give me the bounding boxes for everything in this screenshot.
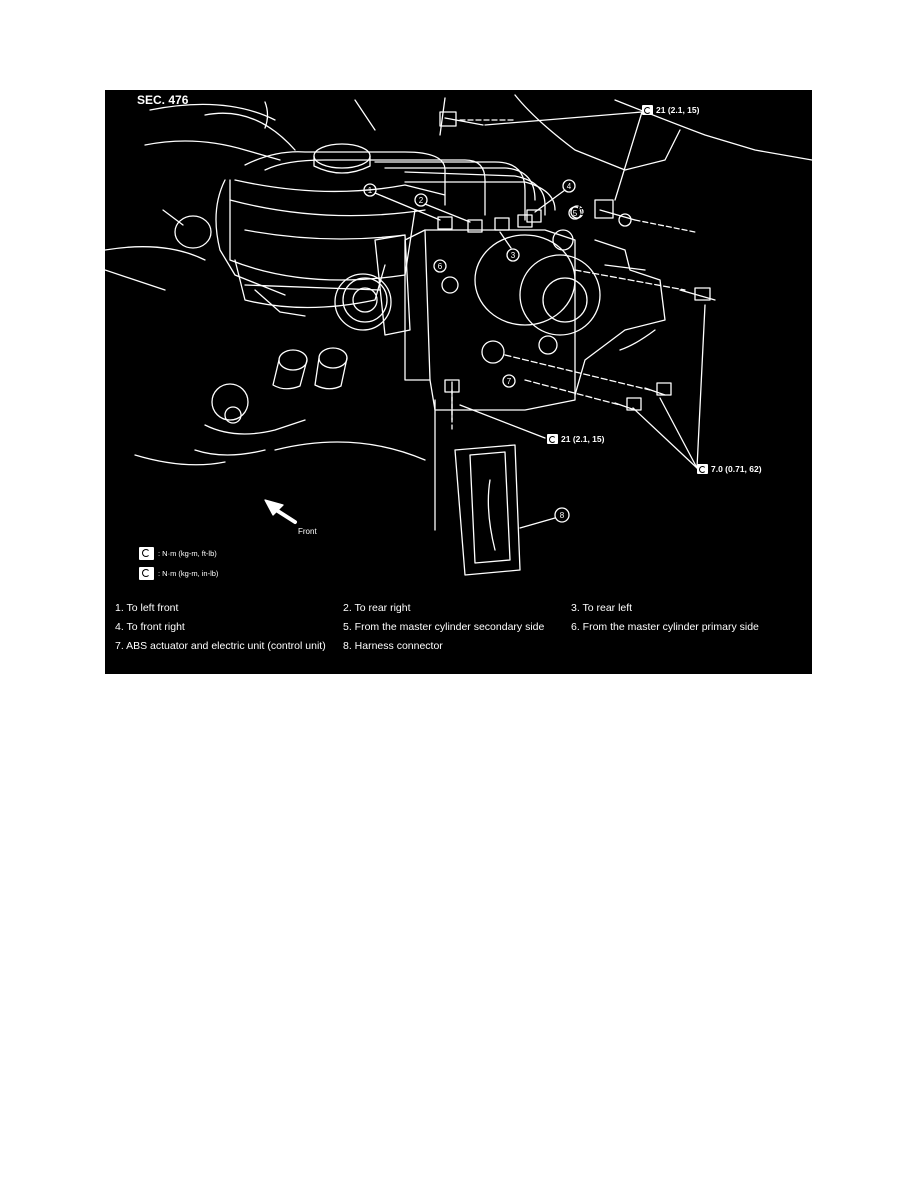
- abs-actuator-illustration: 1 2 3 4 5 6 7 8 6: [105, 94, 812, 576]
- caption-cell: 8. Harness connector: [343, 640, 443, 652]
- callout-7: 7: [507, 377, 512, 386]
- torque-spec-middle: 21 (2.1, 15): [547, 434, 604, 444]
- caption-cell: 1. To left front: [115, 602, 179, 614]
- callout-3: 3: [511, 251, 516, 260]
- torque-wrench-icon: [139, 567, 154, 580]
- callout-6b-circle: [570, 205, 584, 219]
- torque-spec-middle-value: 21 (2.1, 15): [561, 434, 605, 444]
- callout-6a: 6: [438, 262, 443, 271]
- caption-row: 1. To left front 2. To rear right 3. To …: [105, 602, 812, 621]
- section-label: SEC. 476: [137, 93, 189, 107]
- torque-spec-right: 7.0 (0.71, 62): [697, 464, 762, 474]
- legend-item-2-text: : N·m (kg-m, in-lb): [158, 569, 219, 578]
- caption-row: 7. ABS actuator and electric unit (contr…: [105, 640, 812, 659]
- torque-wrench-icon: [642, 105, 653, 115]
- legend-item-1: : N·m (kg-m, ft-lb): [139, 547, 217, 560]
- caption-cell: 7. ABS actuator and electric unit (contr…: [115, 640, 326, 652]
- callout-8: 8: [560, 511, 565, 520]
- torque-wrench-icon: [547, 434, 558, 444]
- torque-spec-top: 21 (2.1, 15): [642, 105, 699, 115]
- legend-item-1-text: : N·m (kg-m, ft-lb): [158, 549, 217, 558]
- caption-table: 1. To left front 2. To rear right 3. To …: [105, 602, 812, 659]
- torque-wrench-icon: [139, 547, 154, 560]
- legend-item-2: : N·m (kg-m, in-lb): [139, 567, 218, 580]
- torque-spec-top-value: 21 (2.1, 15): [656, 105, 700, 115]
- diagram-figure: 1 2 3 4 5 6 7 8 6 SEC. 476 21 (2.1, 15) …: [105, 90, 812, 674]
- caption-row: 4. To front right 5. From the master cyl…: [105, 621, 812, 640]
- front-direction-label: Front: [298, 527, 317, 536]
- caption-cell: [561, 640, 812, 659]
- callout-2: 2: [419, 196, 424, 205]
- caption-cell: 2. To rear right: [343, 602, 411, 614]
- torque-spec-right-value: 7.0 (0.71, 62): [711, 464, 762, 474]
- callout-5: 5: [573, 209, 578, 218]
- caption-cell: 3. To rear left: [571, 602, 633, 614]
- callout-6b: 6: [577, 202, 586, 219]
- torque-wrench-icon: [697, 464, 708, 474]
- callout-4: 4: [567, 182, 572, 191]
- caption-cell: 4. To front right: [115, 621, 185, 633]
- callout-1: 1: [368, 186, 373, 195]
- caption-cell: 5. From the master cylinder secondary si…: [343, 621, 545, 633]
- caption-cell: 6. From the master cylinder primary side: [571, 621, 759, 633]
